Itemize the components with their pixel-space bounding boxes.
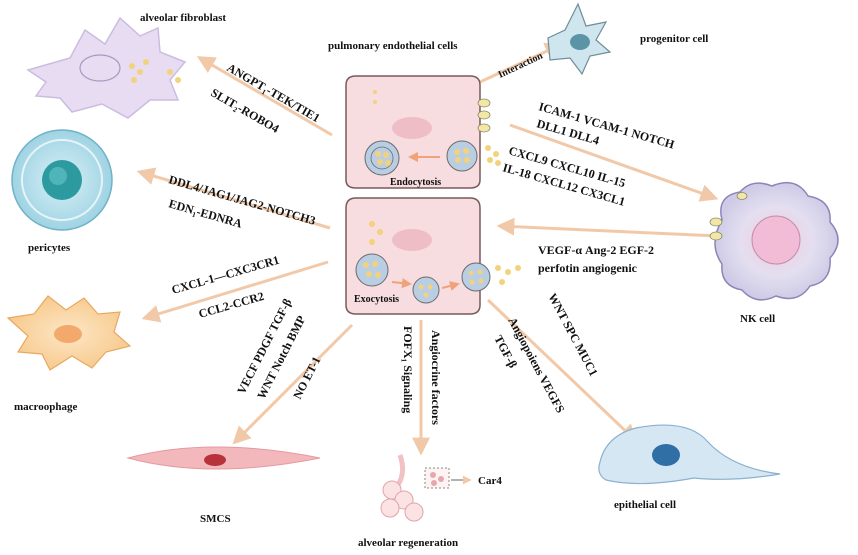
macrophage-cell bbox=[6, 295, 132, 371]
macrophage-label: macroophage bbox=[14, 401, 77, 413]
nk-cell-label: NK cell bbox=[740, 313, 775, 325]
epithelial-cell bbox=[598, 424, 781, 485]
arrow-to-nk bbox=[509, 123, 719, 202]
arrow-to-fibroblast bbox=[196, 56, 333, 137]
signal-nk-back-2: perfotin angiogenic bbox=[538, 261, 638, 275]
arrow-from-nk bbox=[496, 217, 719, 238]
endocytosis-label: Endocytosis bbox=[390, 177, 441, 188]
alveolar-fibroblast-label: alveolar fibroblast bbox=[140, 12, 226, 24]
arrow-to-epithelial bbox=[486, 298, 638, 443]
endothelial-cell-lower bbox=[345, 197, 521, 315]
signal-macrophage-1: CXCL-1—CXC3CR1 bbox=[170, 253, 281, 297]
smcs-label: SMCS bbox=[200, 513, 231, 525]
endothelial-cell-upper bbox=[345, 75, 501, 189]
signal-regen-1: FOFX₁ Signaling bbox=[401, 326, 415, 413]
signal-smcs-3: NO ET-1 bbox=[290, 354, 323, 401]
signal-epi-1: WNT SPC MUC1 bbox=[545, 291, 600, 379]
signal-nk-back-1: VEGF-α Ang-2 EGF-2 bbox=[538, 243, 654, 257]
arrow-to-pericytes bbox=[136, 167, 331, 230]
arrow-to-smcs bbox=[232, 323, 354, 445]
car4-label: Car4 bbox=[478, 475, 502, 487]
arrow-to-macrophage bbox=[141, 260, 329, 323]
alveolar-cluster bbox=[380, 454, 450, 522]
pericytes-label: pericytes bbox=[28, 242, 71, 254]
smooth-muscle-cell bbox=[126, 446, 321, 470]
pericyte-cell bbox=[11, 129, 113, 231]
exocytosis-label: Exocytosis bbox=[354, 294, 399, 305]
progenitor-cell bbox=[547, 2, 612, 76]
alveolar-regeneration-label: alveolar regeneration bbox=[358, 537, 458, 549]
arrow-to-progenitor bbox=[479, 42, 564, 84]
signal-macrophage-2: CCL2-CCR2 bbox=[197, 289, 266, 321]
progenitor-cell-label: progenitor cell bbox=[640, 33, 708, 45]
nk-cell bbox=[709, 181, 839, 301]
interaction-label: Interaction bbox=[497, 50, 545, 80]
signal-fibroblast-1: ANGPT₁-TEK/TIE1 bbox=[225, 60, 323, 125]
signal-regen-2: Angiocrine factors bbox=[429, 330, 443, 425]
endothelial-cells-label: pulmonary endothelial cells bbox=[328, 40, 458, 52]
arrows bbox=[136, 42, 719, 485]
alveolar-fibroblast-cell bbox=[26, 16, 187, 119]
epithelial-cell-label: epithelial cell bbox=[614, 499, 676, 511]
